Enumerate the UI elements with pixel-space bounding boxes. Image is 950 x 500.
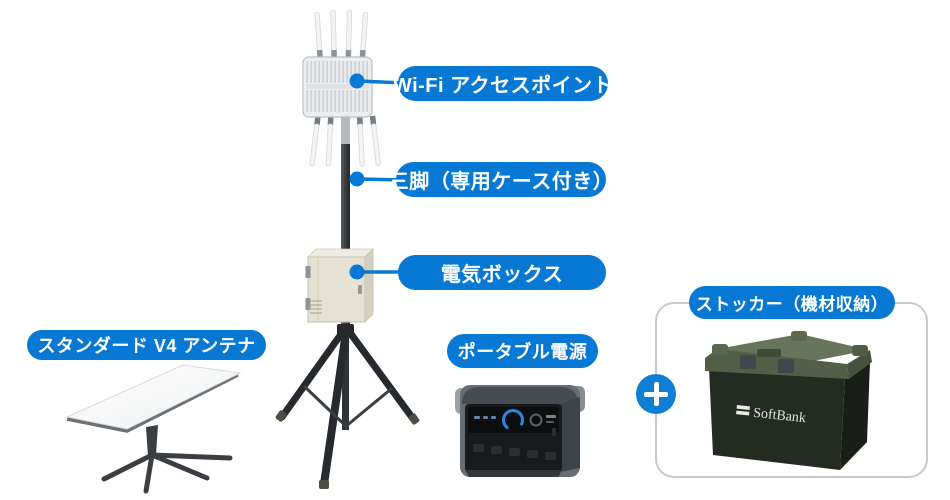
plus-icon-bar (653, 382, 659, 406)
callout-dot-electric-box (349, 264, 365, 280)
portable-power-station (455, 385, 585, 477)
tripod-legs (275, 324, 420, 489)
softbank-logo-bars-icon (736, 405, 750, 410)
power-dial-ring (502, 409, 524, 431)
stocker-latch (740, 355, 756, 369)
label-tripod: 三脚（専用ケース付き） (389, 162, 613, 197)
softbank-logo: SoftBank (736, 405, 807, 426)
callout-dot-tripod (349, 171, 365, 187)
wifi-access-point (302, 9, 381, 167)
softbank-logo-text: SoftBank (752, 406, 806, 426)
standard-v4-antenna (65, 364, 242, 494)
stocker-latch (778, 359, 794, 373)
plus-icon (636, 374, 676, 414)
electric-box (305, 248, 374, 323)
ap-body (302, 56, 373, 118)
label-stocker: ストッカー（機材収納） (689, 286, 895, 319)
softbank-logo-bars-icon (736, 410, 750, 416)
label-electric-box: 電気ボックス (398, 255, 606, 290)
power-display-icons (474, 415, 556, 423)
callout-dot-wifi (349, 73, 365, 89)
stocker-group: SoftBank (655, 302, 928, 478)
stocker-box: SoftBank (705, 331, 872, 470)
label-portable-power: ポータブル電源 (447, 334, 598, 368)
ap-bottom-antennas (309, 115, 381, 167)
ap-top-antennas (314, 9, 369, 61)
electric-box-vent (310, 300, 322, 314)
label-wifi-access-point: Wi-Fi アクセスポイント (393, 66, 613, 101)
tripod-pole (341, 112, 350, 430)
label-standard-v4-antenna: スタンダード V4 アンテナ (27, 330, 266, 360)
power-outlets (473, 428, 556, 460)
